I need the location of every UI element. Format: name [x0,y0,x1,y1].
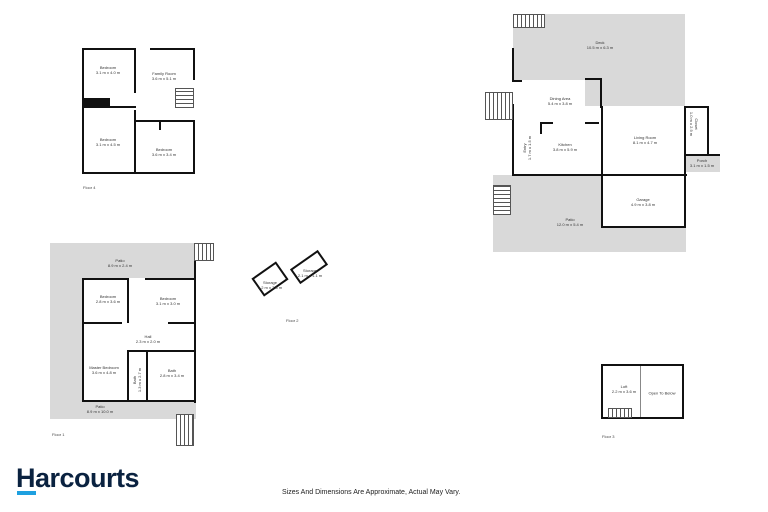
room-size: 1.3 m x 2.7 m [137,367,142,393]
room-label: Patio 12.0 m x 5.4 m [557,217,583,227]
room-size: 4.9 m x 3.8 m [630,202,656,207]
floor-label: Floor 2 [286,318,299,323]
room-name: Bedroom [99,137,117,142]
room-size: 3.1 m x 1.5 m [689,163,715,168]
room-size: 12.0 m x 5.4 m [556,222,584,227]
room-label: Dining Area 5.4 m x 3.8 m [548,96,572,106]
room-size: 3.1 m x 4.5 m [95,142,121,147]
room-size: 2.8 m x 3.6 m [95,299,121,304]
room-name: Storage [262,280,278,285]
room-size: 1.2 m x 2.6 m [257,285,283,290]
room-label: Master Bedroom 3.6 m x 4.8 m [89,365,119,375]
room-size: 2.2 m x 3.6 m [611,389,637,394]
floor-label: Floor 4 [83,185,96,190]
room-label: Porch 3.1 m x 1.5 m [690,158,714,168]
room-size: 1.0 m x 2.9 m [689,111,694,137]
floor-label: Floor 1 [52,432,65,437]
room-name: Storage [302,268,318,273]
room-label: Patio 8.9 m x 2.4 m [108,258,132,268]
room-label: Bedroom 3.1 m x 4.5 m [96,137,120,147]
room-size: 2.3 m x 2.0 m [135,339,161,344]
room-label: Bath 2.8 m x 3.4 m [160,368,184,378]
room-name: Porch [696,158,708,163]
logo-accent-bar [17,491,36,495]
room-name: Kitchen [558,142,572,147]
room-size: 8.9 m x 2.4 m [107,263,133,268]
room-name: Hall [144,334,152,339]
room-label: Bedroom 2.8 m x 3.6 m [96,294,120,304]
room-name: Dining Area [549,96,571,101]
disclaimer-text: Sizes And Dimensions Are Approximate, Ac… [282,489,461,496]
room-label: Bedroom 3.6 m x 3.4 m [152,147,176,157]
room-label: Hall 2.3 m x 2.0 m [136,334,160,344]
room-label: Family Room 3.6 m x 5.1 m [152,71,176,81]
room-size: 5.4 m x 3.8 m [547,101,573,106]
room-label: Closet 1.0 m x 2.9 m [689,112,699,136]
room-label: Entry 1.7 m x 1.5 m [522,136,532,160]
room-name: Patio [95,404,105,409]
room-size: 8.1 m x 4.7 m [632,140,658,145]
room-name: Deck [595,40,605,45]
room-name: Bedroom [99,294,117,299]
room-name: Family Room [152,71,176,76]
room-label: Garage 4.9 m x 3.8 m [631,197,655,207]
room-size: 1.7 m x 1.5 m [527,135,532,161]
floor-label: Floor 3 [602,434,615,439]
room-label: Kitchen 3.8 m x 5.9 m [553,142,577,152]
room-size: 3.8 m x 5.9 m [552,147,578,152]
room-size: 3.6 m x 3.4 m [151,152,177,157]
room-label: Loft 2.2 m x 3.6 m [612,384,636,394]
room-name: Patio [565,217,575,222]
room-label: Storage 2.1 m x 1.1 m [298,268,322,278]
room-label: Living Room 8.1 m x 4.7 m [633,135,657,145]
room-label: Storage 1.2 m x 2.6 m [258,280,282,290]
room-size: 8.9 m x 10.0 m [86,409,114,414]
room-name: Loft [620,384,628,389]
room-name: Living Room [633,135,657,140]
room-name: Garage [636,197,650,202]
room-size: 3.6 m x 5.1 m [151,76,177,81]
room-size: 3.1 m x 4.0 m [95,70,121,75]
room-size: 3.1 m x 3.0 m [155,301,181,306]
room-size: 2.8 m x 3.4 m [159,373,185,378]
room-size: 3.6 m x 4.8 m [91,370,117,375]
room-label: Deck 10.5 m x 6.3 m [587,40,613,50]
room-name: Master Bedroom [89,365,119,370]
open-to-below-label: Open To Below [648,390,676,396]
room-size: 2.1 m x 1.1 m [297,273,323,278]
room-name: Bedroom [159,296,177,301]
room-name: Patio [115,258,125,263]
room-name: Bath [167,368,177,373]
room-label: Bedroom 3.1 m x 4.0 m [96,65,120,75]
room-label: Patio 8.9 m x 10.0 m [87,404,113,414]
room-size: 10.5 m x 6.3 m [586,45,614,50]
room-name: Bedroom [99,65,117,70]
harcourts-logo: Harcourts [16,463,140,493]
room-name: Closet [694,118,699,130]
room-label: Bath 1.3 m x 2.7 m [132,368,142,392]
room-label: Bedroom 3.1 m x 3.0 m [156,296,180,306]
room-name: Bedroom [155,147,173,152]
